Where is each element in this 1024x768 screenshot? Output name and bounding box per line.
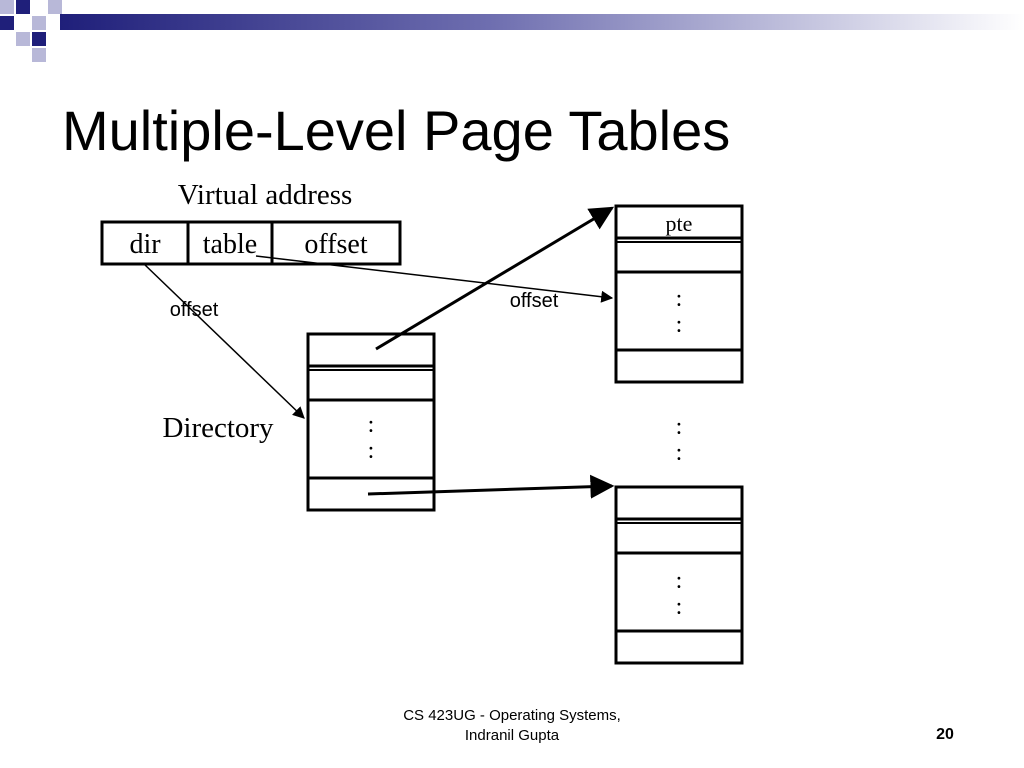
header-square [16,32,30,46]
footer-course-info: CS 423UG - Operating Systems, Indranil G… [362,706,662,746]
directory-ellipsis: : [368,438,375,464]
page-table-bottom: : : [614,485,744,665]
page-table-bottom-frame [614,485,744,665]
directory-table: : : [306,332,436,512]
page-table-ellipsis: : [676,568,683,594]
address-field-offset: offset [304,229,367,260]
directory-entry-to-top-table-arrow [375,206,615,351]
footer-line-author: Indranil Gupta [464,727,560,744]
header-square [32,32,46,46]
header-square [48,0,62,14]
table-to-page-table-arrow [255,255,614,303]
header-square [0,16,14,30]
table-offset-label: offset [510,290,559,312]
dir-offset-label: offset [170,299,219,321]
header-decoration [0,0,1024,62]
virtual-address-label: Virtual address [178,179,353,211]
between-tables-ellipsis: : [676,440,683,466]
directory-ellipsis: : [368,412,375,438]
page-table-top: pte : : [614,204,744,384]
page-table-ellipsis: : [676,312,683,338]
header-square [32,48,46,62]
slide-title: Multiple-Level Page Tables [62,99,731,162]
page-table-ellipsis: : [676,594,683,620]
between-tables-ellipsis: : [676,414,683,440]
address-field-table: table [203,229,257,260]
header-gradient-band [60,14,1024,30]
header-square [32,16,46,30]
dir-to-directory-arrow [143,263,305,419]
directory-table-frame [306,332,436,512]
virtual-address-box [100,220,402,266]
footer-line-course: CS 423UG - Operating Systems, [403,707,621,724]
header-square [0,0,14,14]
header-square [16,0,30,14]
page-table-ellipsis: : [676,286,683,312]
address-field-dir: dir [129,229,161,260]
page-table-top-frame [614,204,744,384]
slide-number: 20 [936,726,954,743]
pte-label: pte [666,211,693,236]
directory-entry-to-bottom-table-arrow [367,474,615,499]
directory-label: Directory [162,412,274,444]
